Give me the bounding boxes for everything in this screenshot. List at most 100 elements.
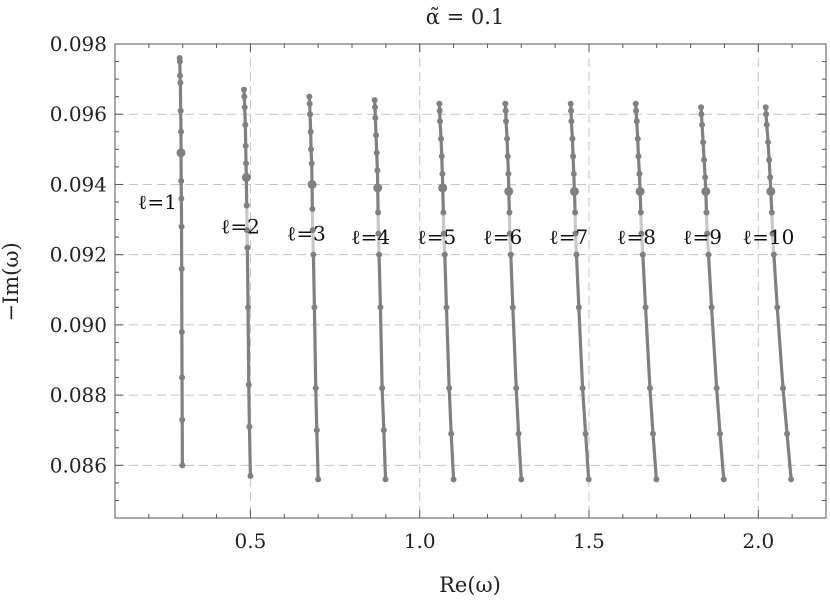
data-point bbox=[702, 174, 709, 181]
data-point bbox=[505, 170, 512, 177]
data-point bbox=[448, 430, 455, 437]
data-point bbox=[439, 170, 446, 177]
data-point bbox=[639, 251, 646, 258]
series-segment bbox=[580, 386, 588, 436]
data-point bbox=[307, 111, 314, 118]
data-point bbox=[513, 385, 520, 392]
data-point bbox=[705, 251, 712, 258]
series-3 bbox=[306, 93, 322, 483]
data-point bbox=[247, 472, 254, 479]
data-point bbox=[373, 132, 380, 139]
data-point bbox=[704, 230, 711, 237]
series-4 bbox=[371, 97, 389, 483]
series-segment bbox=[775, 305, 785, 390]
series-segment bbox=[247, 382, 252, 429]
data-point bbox=[245, 304, 252, 311]
data-point bbox=[509, 304, 516, 311]
data-point bbox=[242, 121, 249, 128]
data-point bbox=[632, 100, 639, 107]
data-point bbox=[570, 170, 577, 177]
data-point bbox=[646, 385, 653, 392]
series-segment bbox=[443, 253, 449, 309]
data-point bbox=[698, 111, 705, 118]
series-segment bbox=[706, 253, 714, 309]
data-point bbox=[569, 135, 576, 142]
data-point bbox=[178, 177, 185, 184]
data-point bbox=[177, 72, 184, 79]
curve-label-8: ℓ=8 bbox=[617, 225, 656, 249]
series-segment bbox=[705, 232, 711, 257]
curve-label-9: ℓ=9 bbox=[683, 225, 722, 249]
series-segment bbox=[444, 305, 451, 390]
series-1 bbox=[176, 55, 186, 469]
data-point bbox=[720, 476, 727, 483]
series-segment bbox=[442, 232, 447, 257]
y-tick-label: 0.094 bbox=[50, 172, 107, 196]
series-segment bbox=[574, 253, 581, 309]
data-point bbox=[243, 202, 250, 209]
series-segment bbox=[715, 386, 722, 436]
data-point bbox=[579, 385, 586, 392]
data-point bbox=[653, 476, 660, 483]
data-point bbox=[701, 186, 711, 196]
data-point bbox=[768, 209, 775, 216]
data-point bbox=[504, 135, 511, 142]
data-point bbox=[766, 186, 776, 196]
y-tick-label: 0.086 bbox=[50, 453, 107, 477]
data-point bbox=[307, 128, 314, 135]
series-segment bbox=[380, 386, 386, 432]
data-point bbox=[763, 111, 770, 118]
data-point bbox=[649, 430, 656, 437]
data-point bbox=[244, 227, 251, 234]
data-point bbox=[770, 251, 777, 258]
data-point bbox=[575, 304, 582, 311]
curve-label-1: ℓ=1 bbox=[138, 190, 177, 214]
data-point bbox=[698, 104, 705, 111]
data-point bbox=[376, 251, 383, 258]
series-8 bbox=[632, 100, 660, 483]
data-point bbox=[636, 170, 643, 177]
series-segment bbox=[772, 253, 779, 309]
data-point bbox=[774, 304, 781, 311]
series-segment bbox=[378, 305, 384, 390]
data-point bbox=[375, 230, 382, 237]
data-point bbox=[377, 304, 384, 311]
grid-lines bbox=[115, 43, 826, 518]
data-point bbox=[515, 430, 522, 437]
data-point bbox=[307, 179, 317, 189]
series-10 bbox=[762, 104, 795, 483]
data-point bbox=[308, 146, 315, 153]
data-point bbox=[179, 416, 186, 423]
data-point bbox=[573, 251, 580, 258]
data-point bbox=[178, 265, 185, 272]
data-point bbox=[373, 183, 383, 193]
data-point bbox=[633, 118, 640, 125]
series-segment bbox=[247, 425, 253, 478]
series-segment bbox=[508, 232, 513, 257]
data-point bbox=[309, 227, 316, 234]
data-point bbox=[570, 153, 577, 160]
series-segment bbox=[641, 253, 648, 309]
data-point bbox=[179, 462, 186, 469]
series-segment bbox=[643, 305, 652, 390]
series-segment bbox=[577, 305, 585, 390]
data-point bbox=[441, 251, 448, 258]
series-7 bbox=[567, 100, 592, 483]
series-segment bbox=[651, 432, 658, 481]
data-point bbox=[784, 430, 791, 437]
data-point bbox=[372, 114, 379, 121]
data-point bbox=[241, 104, 248, 111]
series-segment bbox=[245, 246, 250, 309]
data-point bbox=[567, 100, 574, 107]
data-point bbox=[788, 476, 795, 483]
data-point bbox=[780, 385, 787, 392]
series-segment bbox=[770, 232, 776, 257]
data-point bbox=[440, 230, 447, 237]
series-segment bbox=[781, 386, 789, 436]
data-point bbox=[502, 100, 509, 107]
data-point bbox=[503, 118, 510, 125]
data-point bbox=[438, 183, 448, 193]
series-segment bbox=[449, 432, 456, 481]
curve-label-2: ℓ=2 bbox=[221, 215, 260, 239]
